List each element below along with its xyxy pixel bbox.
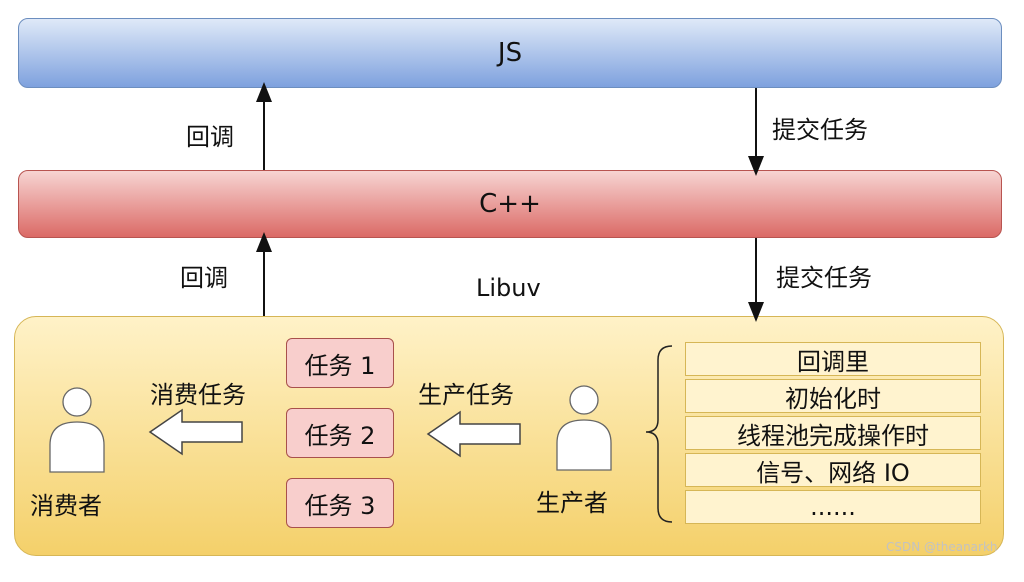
watermark: CSDN @theanarkh	[886, 540, 998, 554]
task-item: 任务 2	[286, 408, 394, 458]
source-item: 信号、网络 IO	[685, 453, 981, 487]
source-item: 初始化时	[685, 379, 981, 413]
consumer-label: 消费者	[30, 492, 102, 520]
cpp-layer-label: C++	[479, 189, 541, 219]
produce-arrow	[426, 410, 521, 458]
submit-label-bottom: 提交任务	[776, 264, 872, 292]
consume-task-label: 消费任务	[150, 381, 246, 409]
consumer-person-icon	[49, 387, 105, 473]
producer-person-icon	[556, 385, 612, 471]
libuv-label: Libuv	[476, 274, 541, 302]
cpp-layer: C++	[18, 170, 1002, 238]
callback-label-top: 回调	[186, 123, 234, 151]
source-item: 线程池完成操作时	[685, 416, 981, 450]
source-item: 回调里	[685, 342, 981, 376]
task-item: 任务 3	[286, 478, 394, 528]
task-item: 任务 1	[286, 338, 394, 388]
js-layer-label: JS	[497, 38, 523, 68]
callback-label-bottom: 回调	[180, 264, 228, 292]
source-item: ......	[685, 490, 981, 524]
produce-task-label: 生产任务	[418, 381, 514, 409]
source-brace	[645, 345, 673, 523]
consume-arrow	[148, 408, 243, 456]
producer-label: 生产者	[536, 489, 608, 517]
js-layer: JS	[18, 18, 1002, 88]
submit-label-top: 提交任务	[772, 116, 868, 144]
